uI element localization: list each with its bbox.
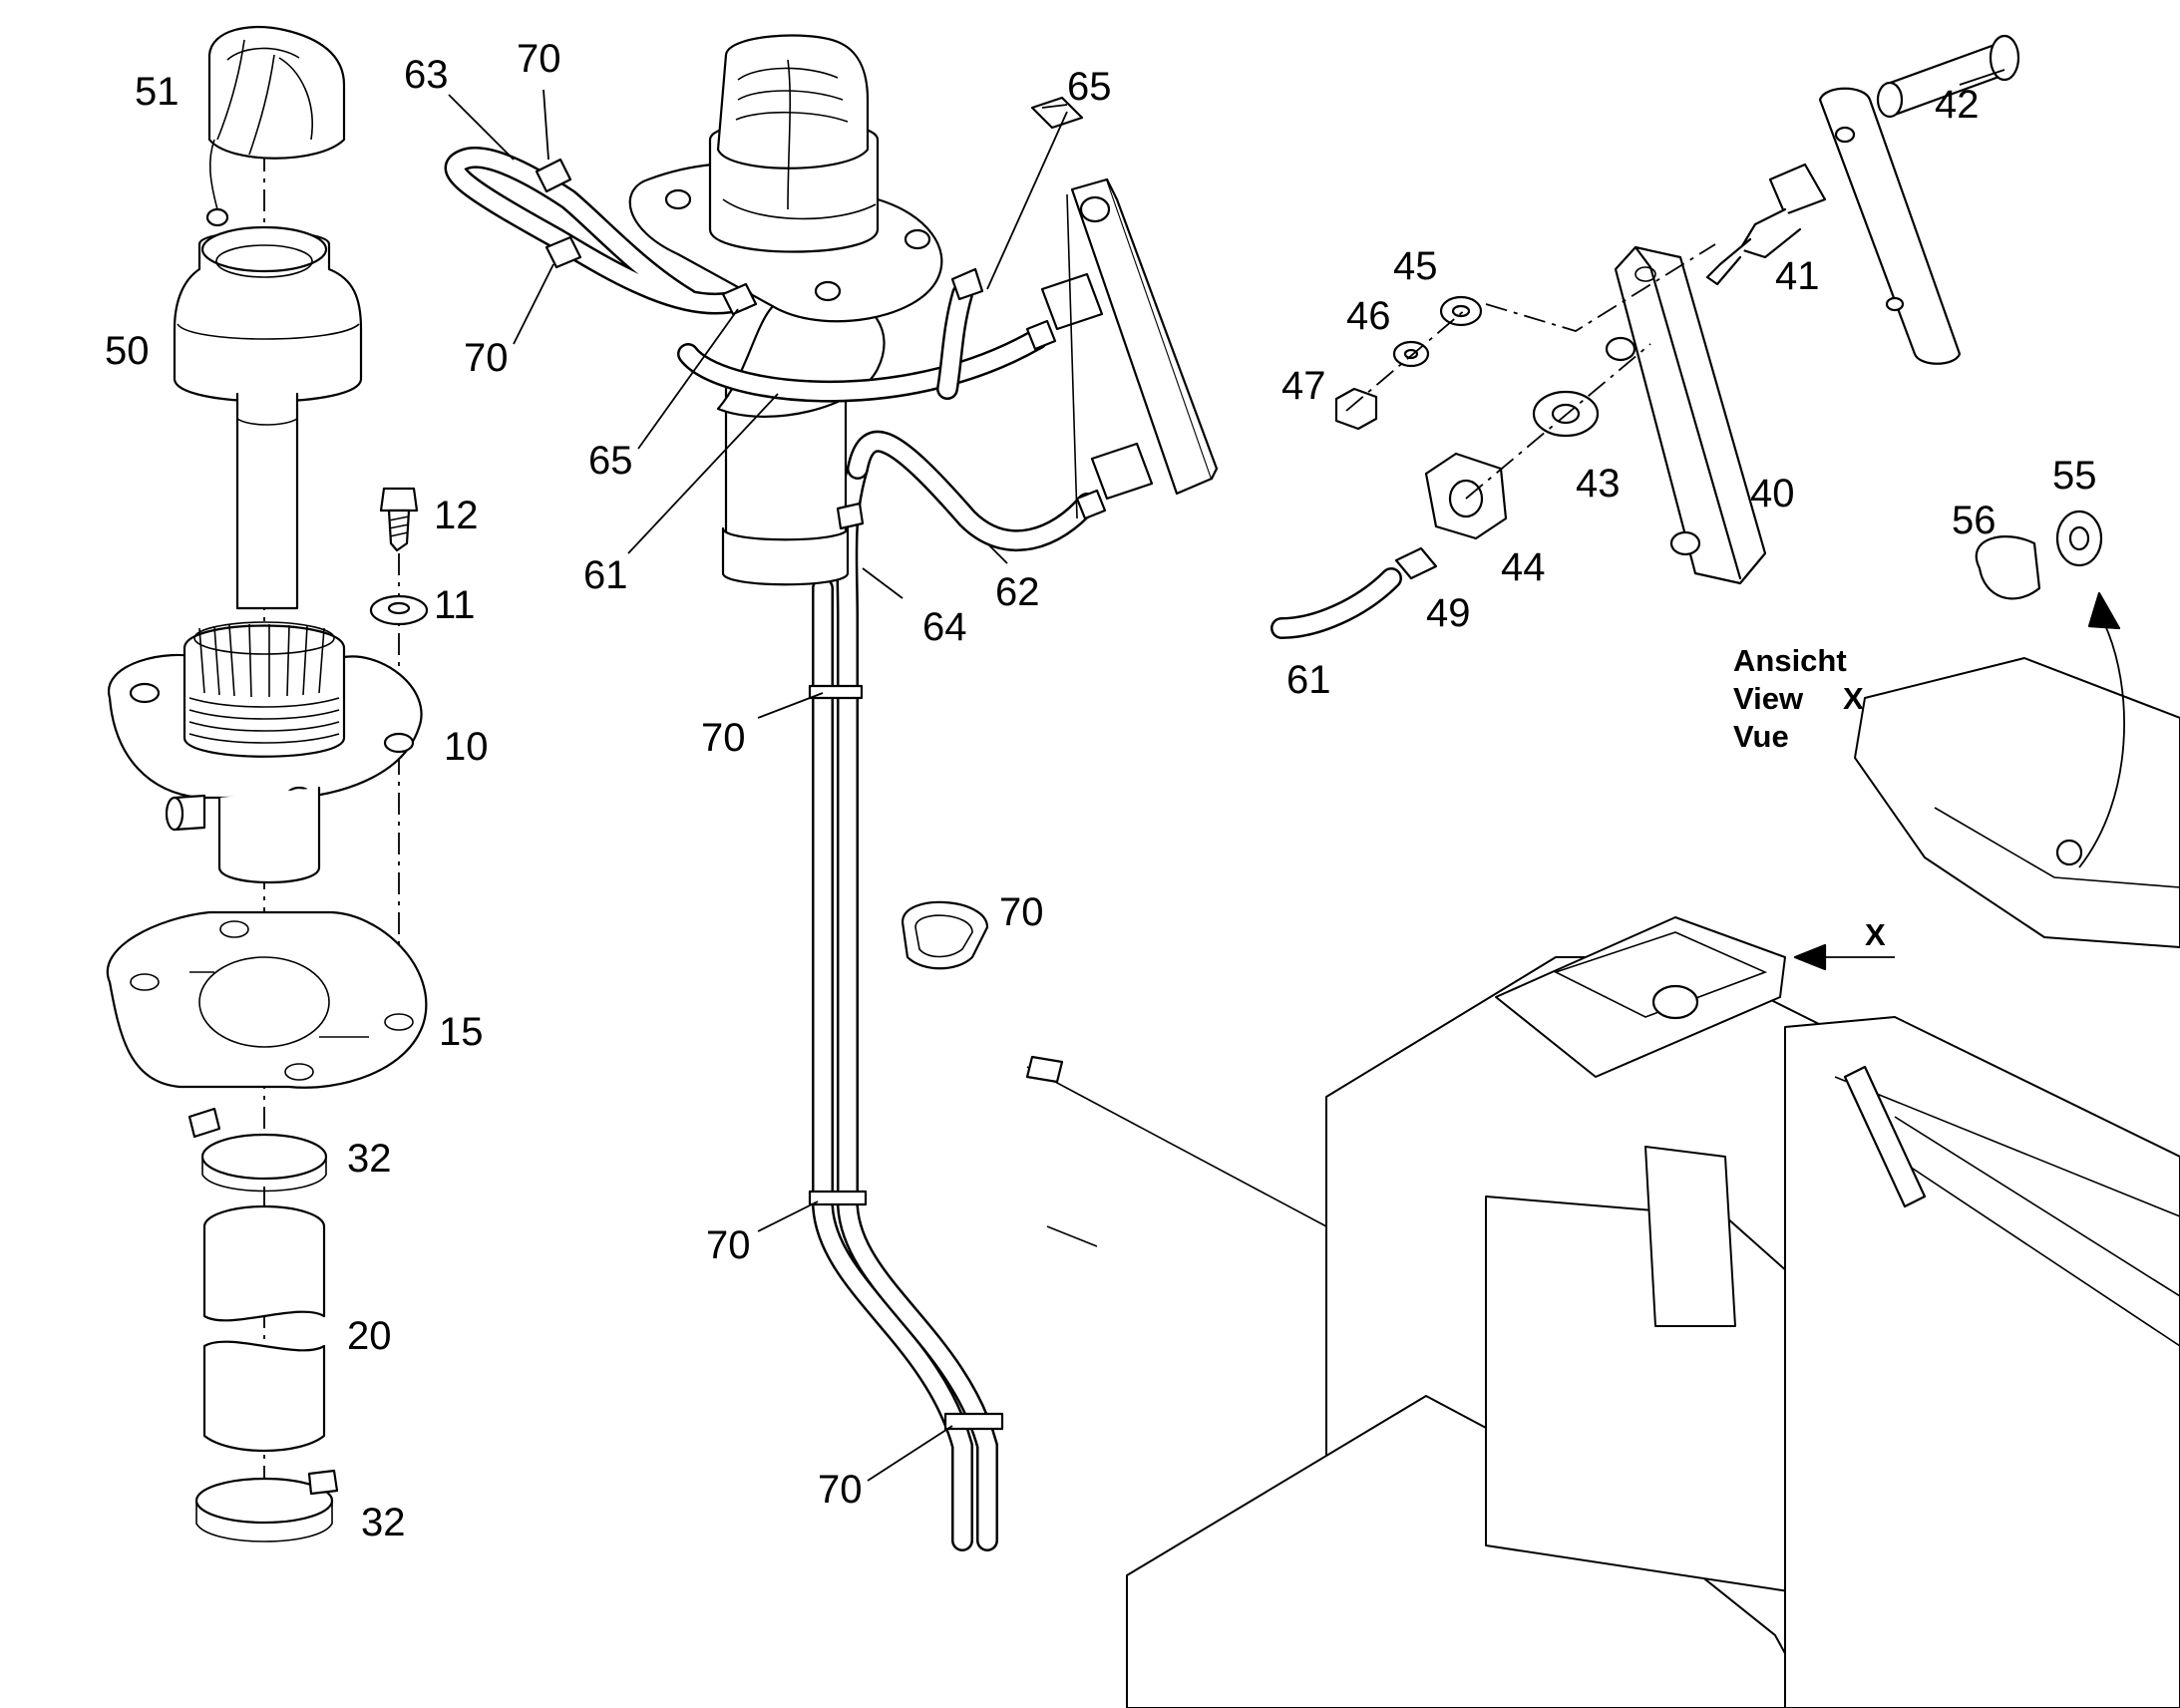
- callout-65-a: 65: [1067, 65, 1112, 109]
- view-label: Ansicht View X Vue: [1733, 643, 1864, 754]
- arrow-marker-x: X: [1865, 917, 1886, 952]
- callout-45: 45: [1393, 244, 1438, 288]
- callout-70-d: 70: [999, 890, 1044, 934]
- pin: [1876, 34, 2020, 119]
- filler-assembly: [106, 26, 429, 1542]
- machine-context: [1025, 591, 2180, 1708]
- callout-56: 56: [1952, 499, 1997, 542]
- callout-15: 15: [439, 1010, 484, 1054]
- callout-46: 46: [1346, 294, 1391, 338]
- fuel-cap: [205, 26, 346, 227]
- callout-32-b: 32: [361, 1501, 406, 1544]
- hose-clamp-lower: [194, 1469, 339, 1542]
- callout-70-e: 70: [706, 1223, 751, 1267]
- callout-70-f: 70: [818, 1468, 863, 1512]
- hose-clamp-upper: [187, 1107, 328, 1193]
- breather-valve: [1705, 163, 1827, 286]
- callout-12: 12: [434, 494, 479, 537]
- washer: [369, 594, 429, 626]
- callout-49: 49: [1426, 591, 1471, 635]
- assembled-filler: [444, 34, 1219, 1551]
- callout-41: 41: [1775, 254, 1820, 298]
- bolt: [379, 487, 419, 552]
- callout-20: 20: [347, 1314, 392, 1358]
- callout-42: 42: [1935, 83, 1980, 127]
- callout-62: 62: [995, 570, 1040, 614]
- callout-numbers: 51 50 63 70 70 65 65 61 62 64 70 70 70 7…: [105, 37, 2097, 1544]
- view-label-fr: Vue: [1733, 719, 1789, 754]
- callout-70-a: 70: [517, 37, 561, 81]
- callout-55: 55: [2052, 454, 2097, 498]
- hose-section: [202, 1204, 326, 1453]
- callout-11: 11: [434, 583, 476, 627]
- filler-neck: [173, 225, 363, 610]
- callout-70-c: 70: [701, 716, 746, 760]
- bracket-assembly: [1271, 34, 2103, 639]
- callout-61-a: 61: [583, 553, 628, 597]
- callout-32-a: 32: [347, 1137, 392, 1181]
- callout-44: 44: [1501, 545, 1546, 589]
- leader-lines: [448, 69, 2005, 1482]
- callout-61-b: 61: [1286, 658, 1331, 702]
- callout-50: 50: [105, 329, 150, 373]
- callout-65-b: 65: [588, 439, 633, 483]
- callout-40: 40: [1750, 472, 1795, 515]
- view-label-de: Ansicht: [1733, 643, 1847, 678]
- callout-64: 64: [922, 605, 967, 649]
- callout-70-b: 70: [464, 336, 509, 380]
- callout-47: 47: [1281, 364, 1326, 408]
- view-label-x: X: [1843, 681, 1864, 716]
- tank-flange: [108, 621, 423, 884]
- gasket: [106, 910, 428, 1089]
- view-label-en: View: [1733, 681, 1804, 716]
- callout-63: 63: [404, 53, 449, 97]
- callout-43: 43: [1576, 462, 1621, 506]
- callout-10: 10: [444, 725, 489, 769]
- callout-51: 51: [135, 70, 180, 114]
